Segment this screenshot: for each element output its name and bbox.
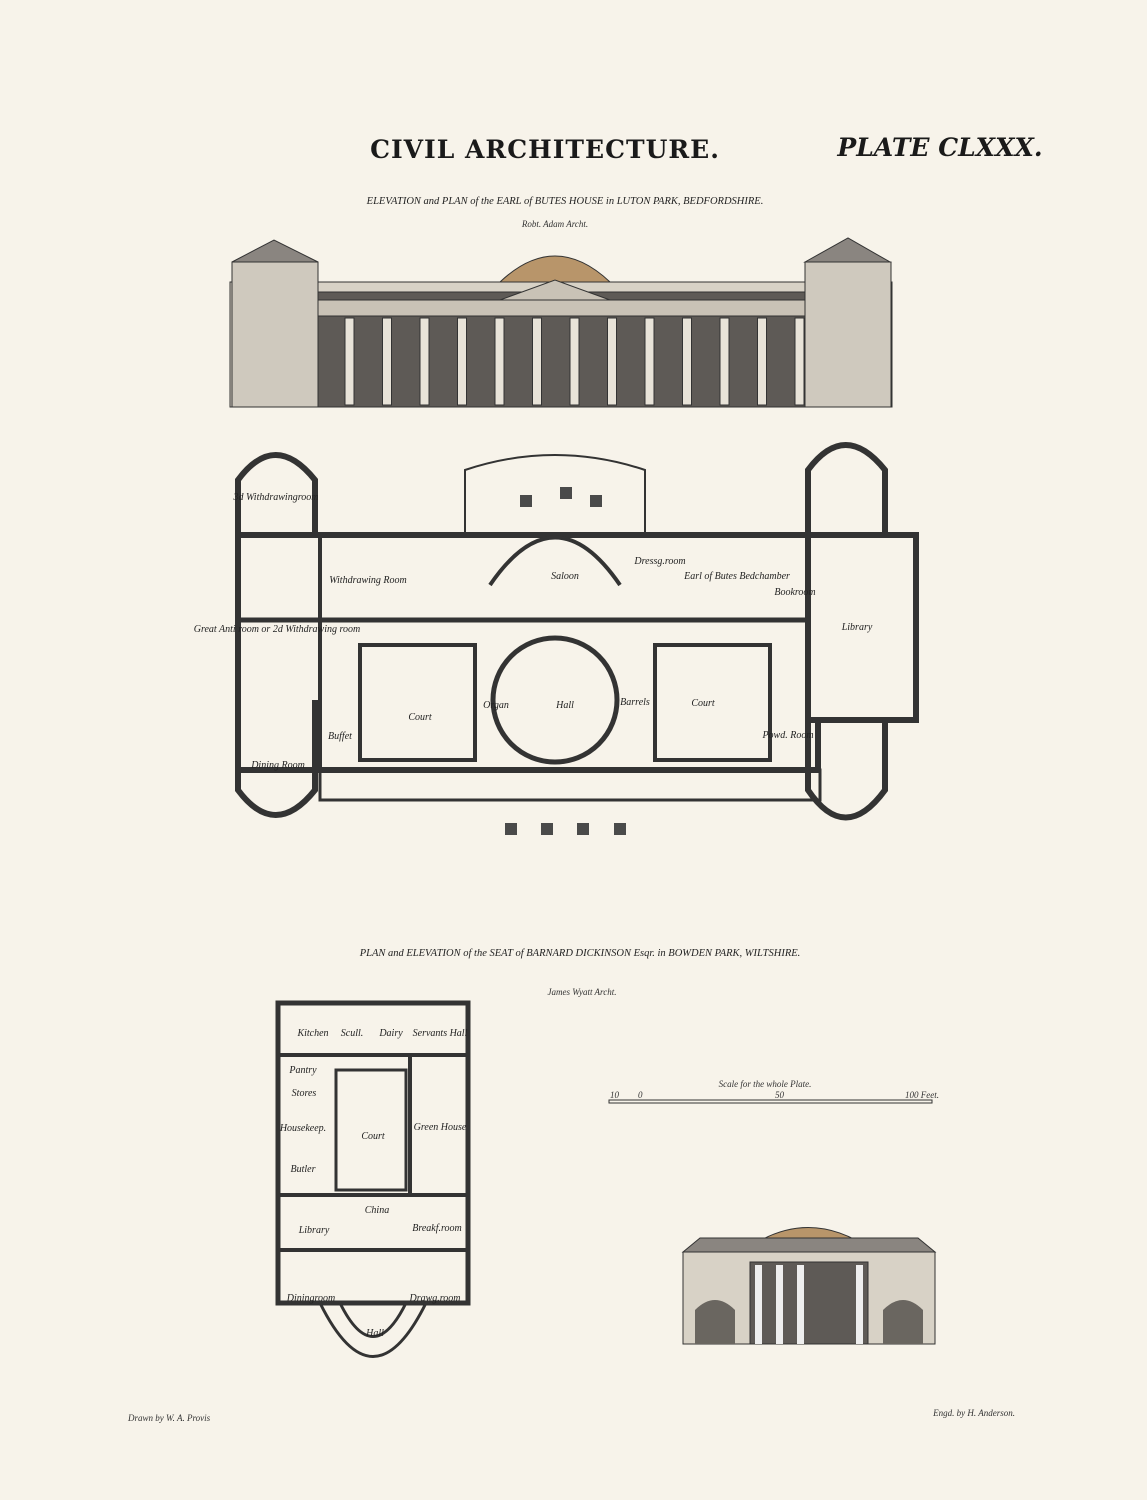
drawn-by-credit: Drawn by W. A. Provis bbox=[127, 1413, 211, 1423]
room-label: Butler bbox=[291, 1164, 316, 1175]
room-label: Servants Hall bbox=[413, 1028, 468, 1039]
room-label: Dining Room bbox=[250, 760, 305, 771]
room-label: Green House bbox=[414, 1122, 467, 1133]
room-label: Saloon bbox=[551, 571, 579, 582]
room-label: Organ bbox=[483, 700, 509, 711]
room-label: Barrels bbox=[620, 697, 650, 708]
bowden-caption: PLAN and ELEVATION of the SEAT of BARNAR… bbox=[359, 948, 801, 959]
room-label: Hall bbox=[365, 1328, 384, 1339]
room-label: Library bbox=[298, 1225, 330, 1236]
luton-architect: Robt. Adam Archt. bbox=[521, 219, 588, 229]
room-label: China bbox=[365, 1205, 389, 1216]
column bbox=[344, 317, 355, 406]
room-label: Breakf.room bbox=[412, 1223, 462, 1234]
plate-number: PLATE CLXXX. bbox=[836, 133, 1042, 162]
column bbox=[419, 317, 430, 406]
bowden-room-labels: Kitchen Scull. Dairy Servants Hall Pantr… bbox=[279, 1028, 468, 1339]
column bbox=[644, 317, 655, 406]
scale-tick: 100 Feet. bbox=[905, 1090, 939, 1100]
luton-plan bbox=[235, 442, 919, 821]
room-label: Great Anti room or 2d Withdrawing room bbox=[194, 624, 361, 635]
room-label: Hall bbox=[555, 700, 574, 711]
bowden-architect: James Wyatt Archt. bbox=[548, 987, 617, 997]
room-label: 3d Withdrawingroom bbox=[233, 492, 319, 503]
room-label: Drawg.room bbox=[408, 1293, 460, 1304]
column bbox=[719, 317, 730, 406]
room-label: Dairy bbox=[378, 1028, 403, 1039]
room-label: Stores bbox=[292, 1088, 317, 1099]
pier bbox=[541, 823, 553, 835]
scale-bar: Scale for the whole Plate. 10 0 50 100 F… bbox=[608, 1079, 939, 1104]
room-label: Earl of Butes Bedchamber bbox=[683, 571, 790, 582]
room-label: Withdrawing Room bbox=[329, 575, 407, 586]
pier bbox=[560, 487, 572, 499]
room-label: Diningroom bbox=[286, 1293, 336, 1304]
pier bbox=[577, 823, 589, 835]
scale-title: Scale for the whole Plate. bbox=[719, 1079, 812, 1089]
room-label: Court bbox=[408, 712, 432, 723]
room-label: Pantry bbox=[288, 1065, 317, 1076]
bowden-plan bbox=[275, 1000, 471, 1358]
column bbox=[382, 317, 392, 406]
room-label: Housekeep. bbox=[279, 1123, 326, 1134]
engraved-by-credit: Engd. by H. Anderson. bbox=[932, 1408, 1015, 1418]
room-label: Buffet bbox=[328, 731, 352, 742]
column bbox=[569, 317, 580, 406]
scale-tick: 0 bbox=[638, 1090, 643, 1100]
column bbox=[457, 317, 467, 406]
pier bbox=[614, 823, 626, 835]
bowden-elevation bbox=[681, 1227, 937, 1345]
scale-tick: 50 bbox=[775, 1090, 785, 1100]
column bbox=[494, 317, 505, 406]
portico-piers bbox=[505, 487, 626, 835]
luton-room-labels: 3d Withdrawingroom Withdrawing Room Salo… bbox=[194, 492, 873, 771]
luton-caption: ELEVATION and PLAN of the EARL of BUTES … bbox=[366, 196, 764, 207]
luton-elevation bbox=[229, 237, 893, 408]
pier bbox=[520, 495, 532, 507]
room-label: Court bbox=[691, 698, 715, 709]
room-label: Court bbox=[361, 1131, 385, 1142]
room-label: Kitchen bbox=[296, 1028, 328, 1039]
column bbox=[532, 317, 542, 406]
column bbox=[682, 317, 692, 406]
room-label: Bookroom bbox=[774, 587, 815, 598]
column bbox=[794, 317, 805, 406]
pier bbox=[590, 495, 602, 507]
room-label: Scull. bbox=[341, 1028, 364, 1039]
pier bbox=[505, 823, 517, 835]
room-label: Powd. Room bbox=[761, 730, 813, 741]
scale-tick: 10 bbox=[610, 1090, 620, 1100]
column bbox=[757, 317, 767, 406]
room-label: Library bbox=[841, 622, 873, 633]
room-label: Dressg.room bbox=[633, 556, 685, 567]
column bbox=[607, 317, 617, 406]
plate-title: CIVIL ARCHITECTURE. bbox=[370, 135, 720, 164]
